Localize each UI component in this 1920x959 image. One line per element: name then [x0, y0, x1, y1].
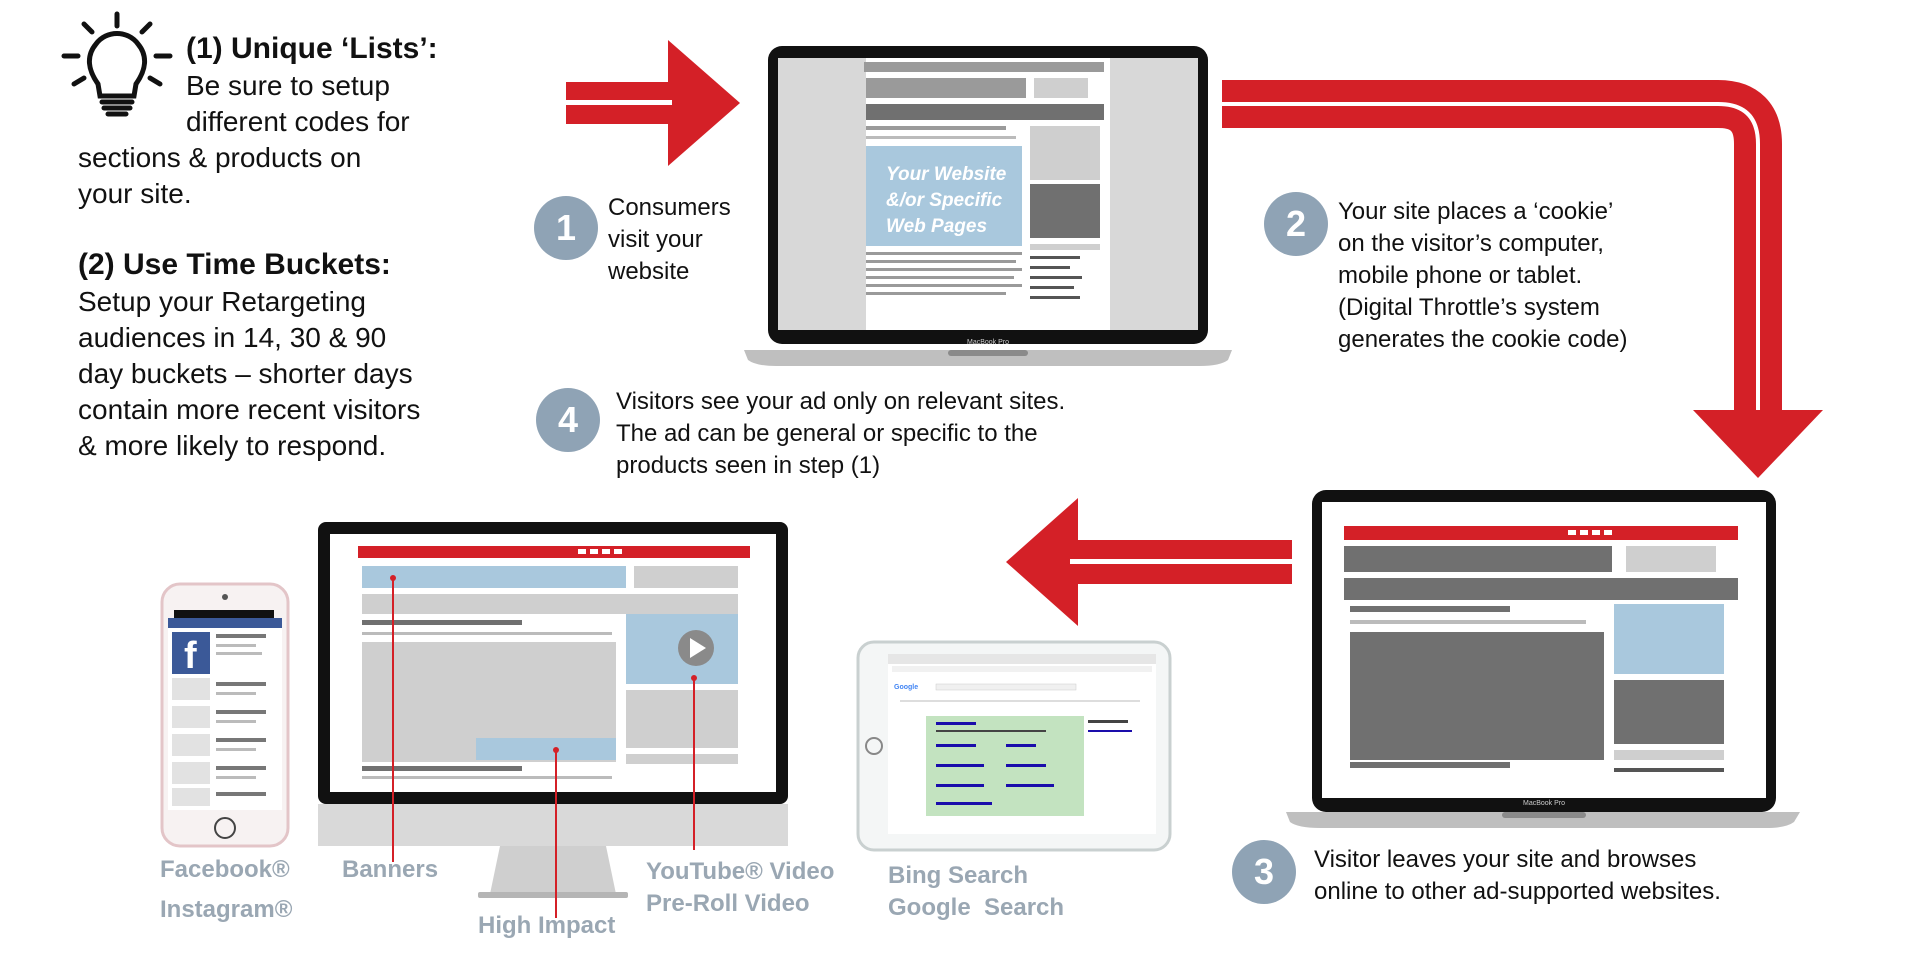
step-1-text: visit your [608, 226, 703, 253]
step-2-text: mobile phone or tablet. [1338, 262, 1583, 289]
step-1-badge: 1 [534, 196, 598, 260]
arrow-to-cookie [1222, 80, 1823, 478]
overlay-line: Web Pages [886, 216, 988, 237]
step-4-badge: 4 [536, 388, 600, 452]
laptop-website [744, 46, 1232, 366]
step-2-text: generates the cookie code) [1338, 326, 1628, 353]
tip2-line: audiences in 14, 30 & 90 [78, 322, 387, 353]
step-3-text: Visitor leaves your site and browses [1314, 846, 1697, 873]
label-youtube: YouTube® Video [646, 858, 835, 885]
laptop1-brand: MacBook Pro [966, 339, 1010, 346]
step-2-text: (Digital Throttle’s system [1338, 294, 1600, 321]
label-high-impact: High Impact [478, 912, 616, 939]
tip2-heading: (2) Use Time Buckets: [78, 248, 391, 281]
label-bing: Bing Search [888, 862, 1029, 889]
laptop-browsing [1286, 490, 1800, 828]
label-facebook: Facebook® [160, 856, 290, 883]
tip2-line: contain more recent visitors [78, 394, 421, 425]
tip1-line: Be sure to setup [186, 70, 390, 101]
step-1-text: website [608, 258, 690, 285]
label-instagram: Instagram® [160, 896, 293, 923]
laptop2-brand: MacBook Pro [1522, 800, 1566, 807]
step-3-badge: 3 [1232, 840, 1296, 904]
tip2-line: & more likely to respond. [78, 430, 387, 461]
pointer-lines [392, 578, 695, 918]
arrow-to-website [566, 40, 740, 166]
label-banners: Banners [342, 856, 439, 883]
tip2-line: Setup your Retargeting [78, 286, 366, 317]
tip1-line: sections & products on [78, 142, 362, 173]
arrow-to-ads [1006, 498, 1292, 626]
overlay-line: &/or Specific [886, 190, 1003, 211]
step-4-text: products seen in step (1) [616, 452, 881, 479]
lightbulb-icon [61, 11, 173, 117]
tip1-line: different codes for [186, 106, 410, 137]
step-4-text: The ad can be general or specific to the [616, 420, 1038, 447]
step-4-text: Visitors see your ad only on relevant si… [616, 388, 1066, 415]
google-logo: Google [894, 684, 919, 691]
tip1-line: your site. [78, 178, 192, 209]
step-1-text: Consumers [608, 194, 731, 221]
step-3-text: online to other ad-supported websites. [1314, 878, 1721, 905]
step-2-text: Your site places a ‘cookie’ [1338, 198, 1614, 225]
step-2-text: on the visitor’s computer, [1338, 230, 1604, 257]
overlay-line: Your Website [886, 164, 1007, 185]
website-overlay-text: Your Website &/or Specific Web Pages [886, 162, 1006, 240]
step-2-badge: 2 [1264, 192, 1328, 256]
tip2-line: day buckets – shorter days [78, 358, 413, 389]
label-preroll: Pre-Roll Video [646, 890, 810, 917]
svg-text:f: f [184, 635, 197, 677]
label-google: Google Search [888, 894, 1065, 921]
tablet-device [856, 640, 1172, 852]
desktop-monitor [318, 522, 788, 898]
tip1-heading: (1) Unique ‘Lists’: [186, 32, 438, 65]
phone-device: f [160, 582, 290, 848]
